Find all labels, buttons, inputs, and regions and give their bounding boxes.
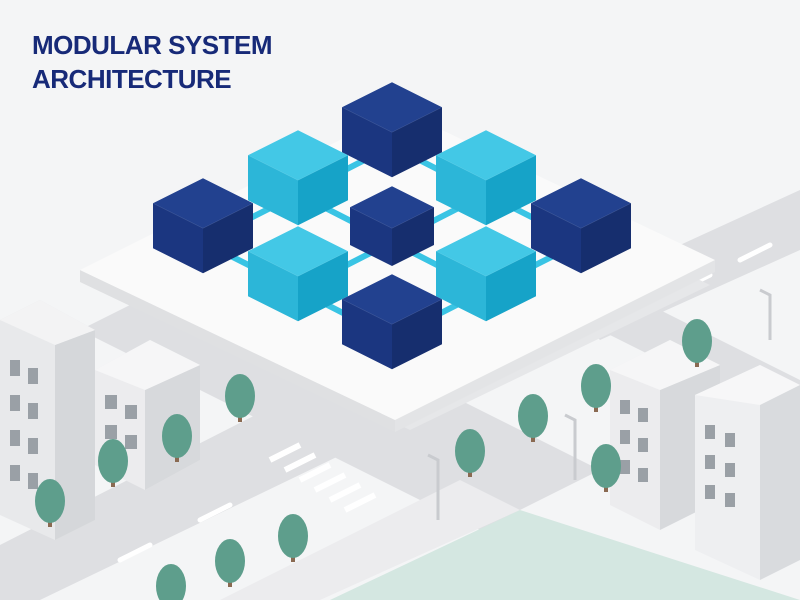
road-main — [0, 260, 800, 600]
module-face-left — [153, 203, 203, 274]
module-face-top — [531, 178, 631, 229]
platform-base-front — [80, 270, 395, 432]
tree — [162, 414, 192, 462]
module-face-top — [350, 186, 434, 229]
module-face-top — [153, 178, 253, 229]
building-left-tall — [0, 300, 95, 540]
tree — [581, 364, 611, 412]
trees — [35, 319, 712, 600]
tree — [225, 374, 255, 422]
tree — [98, 439, 128, 487]
module-center — [350, 186, 434, 267]
page-title: MODULAR SYSTEM ARCHITECTURE — [32, 28, 273, 96]
module-bottom — [342, 274, 442, 370]
sidewalk-lower — [220, 480, 520, 600]
tree-canopy — [215, 539, 245, 583]
tree-canopy — [682, 319, 712, 363]
module-face-left — [436, 251, 486, 322]
crosswalk — [268, 442, 377, 513]
tree-canopy — [518, 394, 548, 438]
module-lower-left — [248, 226, 348, 322]
tree-canopy — [98, 439, 128, 483]
module-lower-right — [436, 226, 536, 322]
module-face-top — [436, 130, 536, 181]
module-face-right — [298, 155, 348, 226]
title-line-1: MODULAR SYSTEM — [32, 30, 273, 60]
module-face-right — [486, 155, 536, 226]
module-face-right — [581, 203, 631, 274]
module-grid — [153, 82, 631, 370]
title-line-2: ARCHITECTURE — [32, 64, 232, 94]
module-face-top — [342, 82, 442, 133]
module-face-top — [248, 226, 348, 277]
platform-base-right — [395, 260, 715, 432]
module-far-right — [531, 178, 631, 274]
module-face-left — [531, 203, 581, 274]
module-top — [342, 82, 442, 178]
tree — [591, 444, 621, 492]
module-face-right — [392, 299, 442, 370]
buildings-right — [610, 340, 800, 580]
module-face-left — [342, 107, 392, 178]
module-far-left — [153, 178, 253, 274]
module-upper-right — [436, 130, 536, 226]
platform-top — [80, 110, 715, 420]
street-lamps — [427, 288, 772, 520]
module-face-right — [392, 207, 434, 267]
module-face-right — [203, 203, 253, 274]
park-area — [330, 510, 800, 600]
tree-canopy — [35, 479, 65, 523]
tree-canopy — [591, 444, 621, 488]
tree-canopy — [278, 514, 308, 558]
tree — [682, 319, 712, 367]
tree — [35, 479, 65, 527]
module-face-top — [436, 226, 536, 277]
module-face-left — [436, 155, 486, 226]
tree — [215, 539, 245, 587]
module-face-right — [486, 251, 536, 322]
module-upper-left — [248, 130, 348, 226]
tree — [278, 514, 308, 562]
building-right-front — [695, 365, 800, 580]
tree-canopy — [156, 564, 186, 600]
module-face-right — [392, 107, 442, 178]
tree-canopy — [162, 414, 192, 458]
tree-canopy — [225, 374, 255, 418]
tree-canopy — [581, 364, 611, 408]
tree — [455, 429, 485, 477]
module-face-left — [342, 299, 392, 370]
tree — [518, 394, 548, 442]
module-face-left — [248, 251, 298, 322]
module-face-top — [342, 274, 442, 325]
tree — [156, 564, 186, 600]
module-face-top — [248, 130, 348, 181]
module-face-right — [298, 251, 348, 322]
tree-canopy — [455, 429, 485, 473]
buildings-left — [0, 300, 200, 540]
module-face-left — [350, 207, 392, 267]
module-face-left — [248, 155, 298, 226]
